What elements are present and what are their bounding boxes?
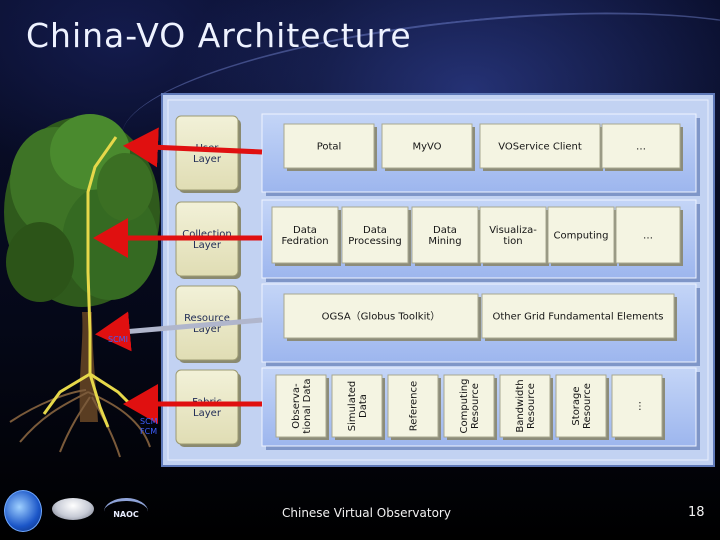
component-box bbox=[331, 374, 383, 438]
naoc-logo-text: NAOC bbox=[113, 510, 139, 519]
component-box bbox=[479, 123, 601, 169]
component-box bbox=[283, 293, 479, 339]
component-label: SimulatedData bbox=[347, 381, 369, 432]
slide-title: China-VO Architecture bbox=[26, 16, 412, 55]
architecture-diagram: UserLayerPotalMyVOVOService Client…Colle… bbox=[0, 92, 720, 478]
component-label: MyVO bbox=[412, 142, 441, 153]
side-text: SCM bbox=[140, 417, 158, 426]
side-text: SCMI bbox=[108, 335, 128, 344]
component-label: BandwidthResource bbox=[515, 379, 537, 432]
component-box bbox=[387, 374, 439, 438]
layer-rows: UserLayerPotalMyVOVOService Client…Colle… bbox=[175, 113, 700, 450]
layer-label: UserLayer bbox=[193, 143, 222, 165]
ufo-logo-icon bbox=[52, 498, 94, 520]
component-label: OGSA（Globus Toolkit） bbox=[322, 311, 441, 323]
component-label: Visualiza-tion bbox=[489, 225, 537, 247]
component-box bbox=[481, 293, 675, 339]
component-box bbox=[499, 374, 551, 438]
component-box bbox=[411, 206, 479, 264]
component-box bbox=[601, 123, 681, 169]
layer-arrow bbox=[95, 311, 263, 352]
component-box bbox=[443, 374, 495, 438]
component-box bbox=[341, 206, 409, 264]
component-box bbox=[271, 206, 339, 264]
layer-arrows bbox=[93, 127, 263, 424]
component-box bbox=[547, 206, 615, 264]
china-vo-logo-icon bbox=[4, 490, 42, 532]
layer-1: UserLayer Potal MyVO VOService Client … bbox=[175, 113, 700, 196]
component-box bbox=[283, 123, 375, 169]
layer-arrow bbox=[123, 127, 263, 168]
layer-4: FabricLayer Observa-tional Data SimulatedD… bbox=[175, 367, 700, 450]
component-label: StorageResource bbox=[571, 383, 593, 429]
component-label: … bbox=[643, 231, 653, 242]
component-label: Other Grid Fundamental Elements bbox=[493, 312, 664, 323]
component-label: … bbox=[636, 142, 646, 153]
layer-label: FabricLayer bbox=[192, 397, 222, 419]
architecture-svg: UserLayerPotalMyVOVOService Client…Colle… bbox=[4, 93, 715, 467]
naoc-logo-icon: NAOC bbox=[104, 498, 148, 525]
footer-text: Chinese Virtual Observatory bbox=[282, 506, 451, 520]
component-box bbox=[275, 374, 327, 438]
component-box bbox=[381, 123, 473, 169]
component-box bbox=[479, 206, 547, 264]
component-label: ComputingResource bbox=[459, 379, 481, 434]
footer-logos: NAOC bbox=[4, 488, 154, 536]
component-label: VOService Client bbox=[498, 142, 582, 153]
page-number: 18 bbox=[688, 505, 705, 520]
side-text: FCM bbox=[140, 427, 157, 436]
component-label: Observa-tional Data bbox=[291, 378, 313, 433]
component-box bbox=[615, 206, 681, 264]
component-box bbox=[611, 374, 663, 438]
component-label: … bbox=[633, 401, 644, 411]
layer-label-box bbox=[175, 369, 239, 445]
component-label: Reference bbox=[409, 381, 420, 431]
component-box bbox=[555, 374, 607, 438]
component-label: Computing bbox=[554, 231, 609, 242]
component-label: Potal bbox=[317, 142, 342, 153]
